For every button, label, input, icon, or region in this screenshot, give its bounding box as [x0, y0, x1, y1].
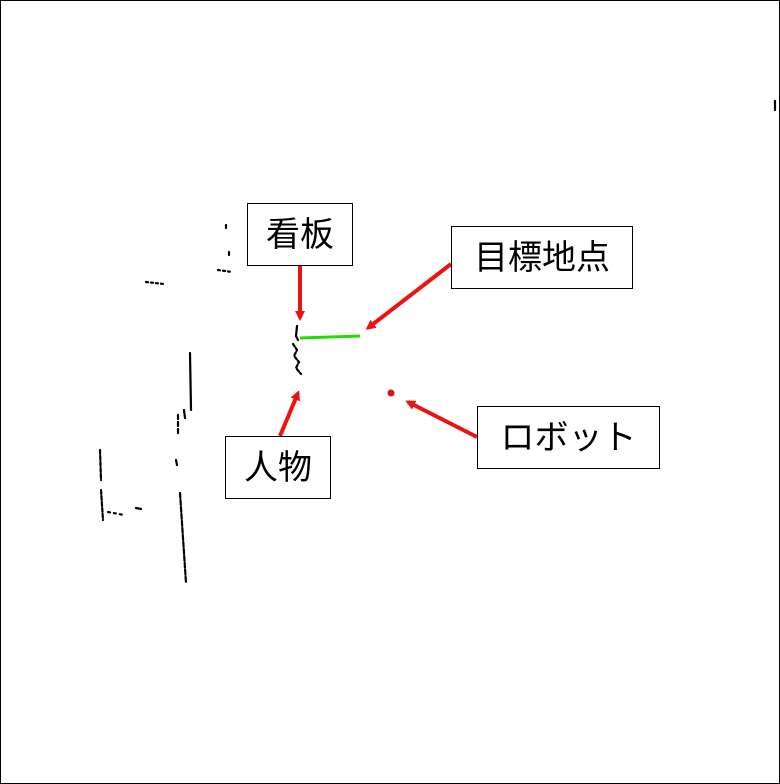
robot-arrow: [405, 400, 478, 439]
target-arrow: [365, 262, 453, 330]
target-point-label: 目標地点: [451, 226, 633, 289]
scan-points: [98, 99, 777, 585]
robot-marker: [387, 389, 395, 397]
target-line: [299, 334, 361, 340]
person-arrow: [278, 390, 300, 437]
person-label: 人物: [225, 436, 331, 499]
signboard-label: 看板: [247, 203, 353, 266]
annotation-arrows: [278, 262, 478, 439]
robot-label: ロボット: [477, 406, 660, 469]
